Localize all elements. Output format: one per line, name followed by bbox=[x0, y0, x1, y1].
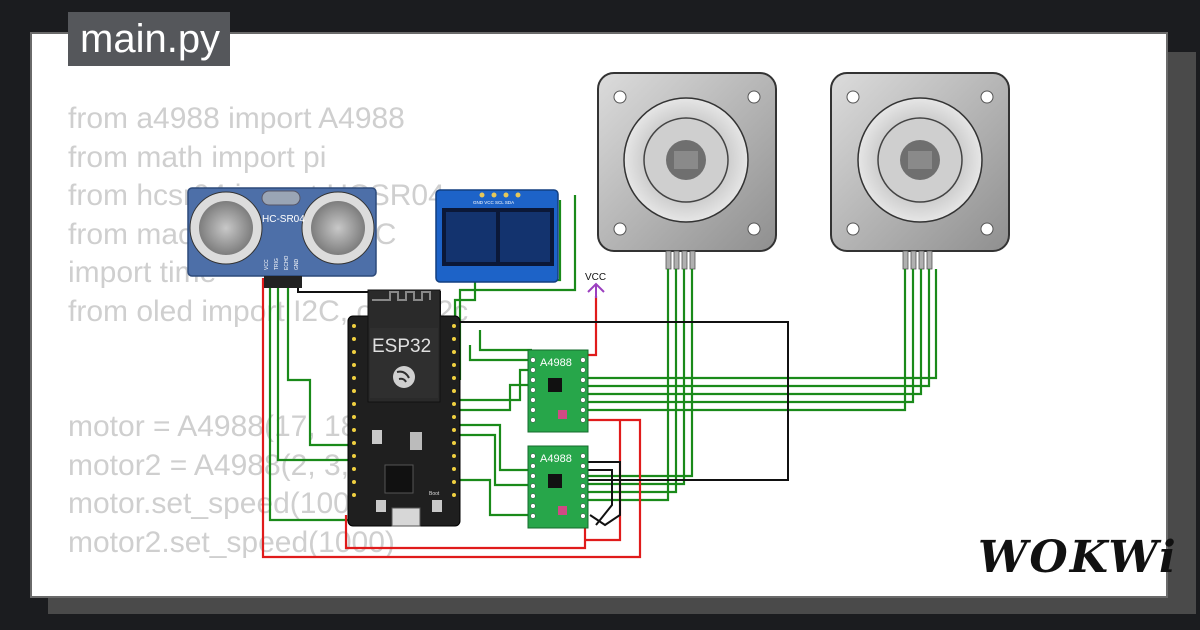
pin-label-gnd: GND bbox=[294, 259, 300, 271]
boot-label: Boot bbox=[429, 491, 440, 497]
a4988-driver-1[interactable]: A4988 bbox=[527, 349, 589, 433]
esp32-label: ESP32 bbox=[372, 336, 431, 357]
usb-port-icon bbox=[391, 507, 421, 527]
motor-2-pins bbox=[902, 250, 933, 270]
stepper-motor-1[interactable] bbox=[597, 72, 777, 252]
code-line: motor2.set_speed(1000) bbox=[68, 525, 395, 559]
wokwi-logo: WOKWi bbox=[978, 532, 1178, 583]
a4988-driver-2[interactable]: A4988 bbox=[527, 445, 589, 529]
motor-1-pins bbox=[665, 250, 696, 270]
wires-red bbox=[261, 278, 642, 559]
vcc-arrow-icon bbox=[587, 282, 605, 298]
wires-green bbox=[268, 195, 938, 522]
hc-sr04-label: HC-SR04 bbox=[262, 214, 305, 225]
esp32-board[interactable]: ESP32 Boot bbox=[347, 289, 461, 527]
espressif-logo-icon bbox=[393, 366, 415, 388]
pin-label-echo: ECHO bbox=[284, 255, 290, 270]
stepper-motor-2[interactable] bbox=[830, 72, 1010, 252]
code-line: from math import pi bbox=[68, 140, 327, 174]
code-line: motor.set_speed(1000) bbox=[68, 487, 377, 520]
vcc-label: VCC bbox=[585, 272, 606, 283]
pin-label-trig: TRIG bbox=[274, 258, 280, 270]
oled-display[interactable]: GND VCC SCL SDA bbox=[435, 189, 559, 283]
driver2-label: A4988 bbox=[540, 453, 572, 465]
file-name-tab[interactable]: main.py bbox=[68, 12, 231, 66]
hc-sr04-sensor[interactable]: HC-SR04 VCC TRIG ECHO GND bbox=[187, 187, 377, 288]
pin-label-vcc: VCC bbox=[264, 259, 270, 270]
code-line: from a4988 import A4988 bbox=[68, 102, 405, 135]
driver1-label: A4988 bbox=[540, 357, 572, 369]
oled-pin-labels: GND VCC SCL SDA bbox=[473, 200, 514, 205]
